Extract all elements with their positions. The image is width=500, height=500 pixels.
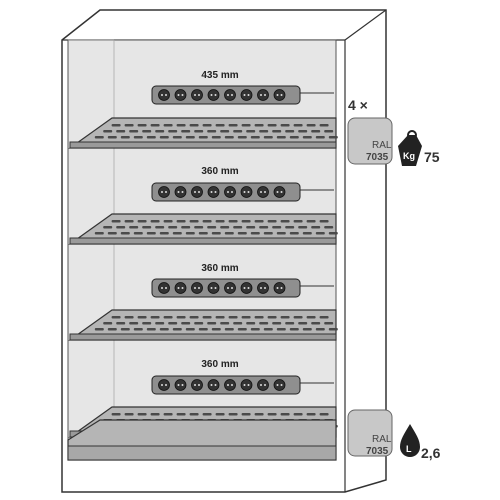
volume-icon-text: L xyxy=(406,444,412,454)
socket xyxy=(273,186,286,198)
socket xyxy=(191,89,203,101)
sump-color-swatch: RAL 7035 xyxy=(347,409,393,457)
shelf-group: 360 mm xyxy=(68,166,338,245)
power-strip xyxy=(151,278,334,298)
shelf-color-swatch: RAL 7035 xyxy=(347,117,393,165)
shelf-height-label: 435 mm xyxy=(201,70,238,81)
socket xyxy=(240,186,253,198)
socket xyxy=(224,89,236,101)
shelf-count-label: 4 × xyxy=(348,97,368,113)
bottom-sump xyxy=(67,419,337,461)
socket xyxy=(224,186,236,198)
socket xyxy=(158,186,170,198)
shelf-height-label: 360 mm xyxy=(201,359,238,370)
sump-volume-value: 2,6 xyxy=(421,445,441,461)
socket xyxy=(257,186,269,198)
socket xyxy=(158,89,170,101)
socket xyxy=(174,379,187,391)
shelf-ral-code: 7035 xyxy=(366,152,389,163)
socket xyxy=(240,89,253,101)
socket xyxy=(207,186,220,198)
socket xyxy=(174,89,187,101)
socket xyxy=(158,282,170,294)
shelf-tray xyxy=(68,309,338,341)
socket xyxy=(174,282,187,294)
power-strip xyxy=(151,182,334,202)
socket xyxy=(273,379,286,391)
power-strip xyxy=(151,375,334,395)
shelf-ral-label: RAL xyxy=(372,140,392,151)
shelf-tray xyxy=(68,117,338,149)
socket xyxy=(191,379,203,391)
sump-ral-code: 7035 xyxy=(366,446,389,457)
socket xyxy=(240,282,253,294)
socket xyxy=(207,379,220,391)
load-value: 75 xyxy=(424,149,440,165)
weight-icon: Kg xyxy=(398,130,422,166)
socket xyxy=(158,379,170,391)
socket xyxy=(174,186,187,198)
socket xyxy=(257,282,269,294)
shelf-group: 435 mm xyxy=(68,70,338,149)
socket xyxy=(240,379,253,391)
shelf-height-label: 360 mm xyxy=(201,166,238,177)
socket xyxy=(207,282,220,294)
socket xyxy=(257,379,269,391)
sump-ral-label: RAL xyxy=(372,434,392,445)
power-strip xyxy=(151,85,334,105)
socket xyxy=(224,282,236,294)
shelf-height-label: 360 mm xyxy=(201,263,238,274)
socket xyxy=(273,282,286,294)
socket xyxy=(207,89,220,101)
shelf-tray xyxy=(68,213,338,245)
socket xyxy=(257,89,269,101)
socket xyxy=(224,379,236,391)
socket xyxy=(191,186,203,198)
load-icon-text: Kg xyxy=(403,151,415,161)
socket xyxy=(273,89,286,101)
shelf-group: 360 mm xyxy=(68,263,338,341)
volume-drop-icon: L xyxy=(400,424,420,457)
socket xyxy=(191,282,203,294)
